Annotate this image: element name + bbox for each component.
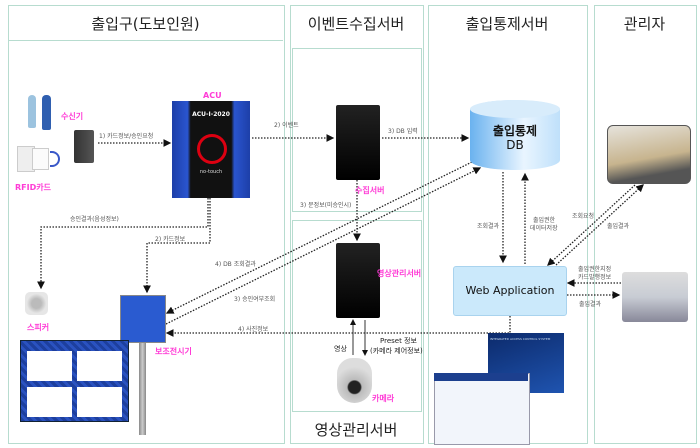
arrow-card-info: [143, 198, 211, 294]
query-request-label: 조회요청: [572, 213, 595, 220]
acu-model-text: ACU-I-2020: [192, 111, 230, 118]
web-application-label: Web Application: [465, 284, 555, 297]
collect-server-label: 수집서버: [355, 186, 385, 195]
event-server-panel: [290, 5, 424, 444]
event-server-title: 이벤트수집서버: [307, 15, 405, 33]
rfid-card-label: RFID카드: [15, 183, 51, 192]
door-info-label: 3) 문정보(미승인시): [300, 202, 352, 209]
no-touch-icon: [197, 134, 227, 164]
video-server-icon: [336, 243, 380, 318]
approval-result-label: 승인결과(음성정보): [70, 216, 119, 223]
gate-panel: [8, 5, 285, 444]
event-label: 2) 이벤트: [274, 122, 299, 129]
web-application-box: Web Application: [453, 266, 567, 316]
admin-office-photo-1: [607, 125, 691, 184]
arrow-approval-result: [37, 198, 209, 290]
camera-label: 카메라: [372, 394, 395, 403]
receiver-label: 수신기: [61, 112, 84, 121]
access-control-db: 출입통제 DB: [470, 100, 560, 170]
access-result-label: 출입결과: [607, 223, 630, 230]
db-input-label: 3) DB 입력: [388, 128, 418, 135]
rfid-card-icon: [17, 146, 60, 172]
collect-server-icon: [336, 105, 380, 180]
perm-assign-label-2: 카드발행정보: [578, 274, 612, 281]
speaker-label: 스피커: [27, 323, 50, 332]
control-server-title: 출입통제서버: [465, 15, 549, 33]
perm-save-label-1: 출입권한: [533, 217, 556, 224]
approval-query-label: 3) 승인여부조회: [234, 296, 276, 303]
perm-assign-label-1: 출입권한지정: [578, 266, 612, 273]
people-icon: [26, 95, 56, 130]
card-reader-icon: [74, 130, 94, 163]
arrow-photo-info: [165, 316, 511, 337]
db-label-1: 출입통제: [492, 124, 538, 138]
video-server-title: 영상관리서버: [314, 421, 398, 439]
preset-label-2: (카메라 제어정보): [370, 347, 423, 355]
aux-display-pole: [139, 340, 146, 435]
gate-title-divider: [8, 40, 283, 41]
photo-info-label: 4) 사진정보: [238, 326, 269, 333]
video-mgmt-server-label: 영상관리서버: [377, 269, 422, 278]
aux-display-screen: [120, 295, 166, 343]
admin-panel: [594, 5, 697, 444]
aux-display-label: 보조전시기: [155, 347, 192, 356]
acu-brand-text: no-touch: [199, 169, 223, 175]
acu-device: ACU-I-2020 no-touch: [172, 101, 250, 198]
screenshot-title: INTEGRATED ACCESS CONTROL SYSTEM: [490, 337, 551, 341]
preset-label-1: Preset 정보: [380, 337, 417, 345]
arrow-approval-query: [165, 167, 482, 325]
monitor-screen-image: [20, 340, 129, 422]
card-info-label: 2) 카드정보: [155, 236, 186, 243]
system-screenshot-image: INTEGRATED ACCESS CONTROL SYSTEM: [434, 333, 564, 445]
perm-save-label-2: 데이터저장: [530, 225, 558, 232]
query-result-label: 조회결과: [477, 223, 500, 230]
acu-label: ACU: [203, 91, 222, 100]
admin-title: 관리자: [623, 15, 666, 33]
db-label-2: DB: [506, 138, 524, 152]
db-query-result-label: 4) DB 조회결과: [215, 261, 256, 268]
speaker-icon: [25, 292, 48, 315]
video-label: 영상: [334, 345, 347, 353]
gate-title: 출입구(도보인원): [91, 15, 200, 33]
card-request-label: 1) 카드정보/승인요청: [99, 133, 154, 140]
arrow-db-query-result: [165, 157, 481, 314]
admin-office-photo-2: [622, 272, 688, 322]
camera-icon: [337, 358, 372, 403]
access-result2-label: 출입결과: [579, 301, 602, 308]
arrow-access-result: [555, 184, 644, 266]
